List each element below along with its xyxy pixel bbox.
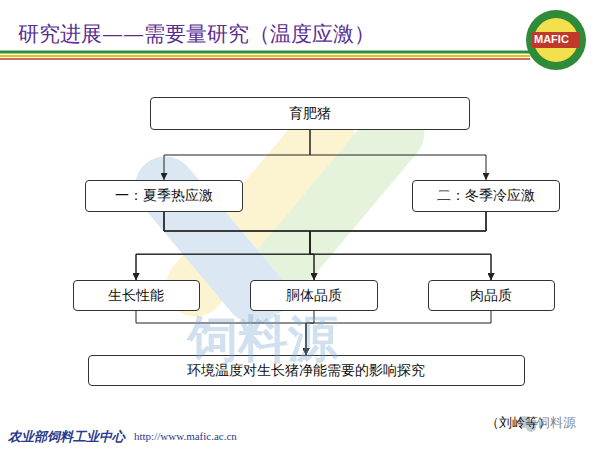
title-rule [0, 51, 530, 54]
process-box: 肉品质 [428, 280, 555, 311]
title-rule [0, 55, 530, 57]
slide-title: 研究进展——需要量研究（温度应激） [18, 20, 375, 48]
connector [136, 212, 486, 280]
logo-text: MAFIC [534, 33, 569, 45]
watermark: 饲料源 [537, 414, 576, 432]
connector [164, 212, 491, 280]
connector [136, 212, 310, 280]
connector [310, 212, 491, 280]
connector [310, 212, 486, 280]
connector [164, 212, 314, 280]
process-box: 二：冬季冷应激 [412, 180, 560, 212]
watermark: 饲料源 [188, 306, 338, 373]
connector [164, 130, 310, 180]
connector [310, 130, 486, 180]
box-text: 育肥猪 [289, 105, 331, 123]
process-box: 胴体品质 [250, 280, 378, 311]
process-box: 生长性能 [73, 280, 200, 311]
box-text: 一：夏季热应激 [115, 187, 213, 205]
title-rule [0, 58, 530, 60]
box-text: 生长性能 [108, 287, 164, 305]
footer-org: 农业部饲料工业中心 [8, 428, 125, 446]
box-text: 二：冬季冷应激 [437, 187, 535, 205]
footer-url: http://www.mafic.ac.cn [134, 430, 237, 442]
logo [526, 10, 586, 70]
box-text: 胴体品质 [286, 287, 342, 305]
box-text: 肉品质 [470, 287, 512, 305]
process-box: 育肥猪 [150, 97, 470, 130]
process-box: 一：夏季热应激 [85, 180, 243, 212]
